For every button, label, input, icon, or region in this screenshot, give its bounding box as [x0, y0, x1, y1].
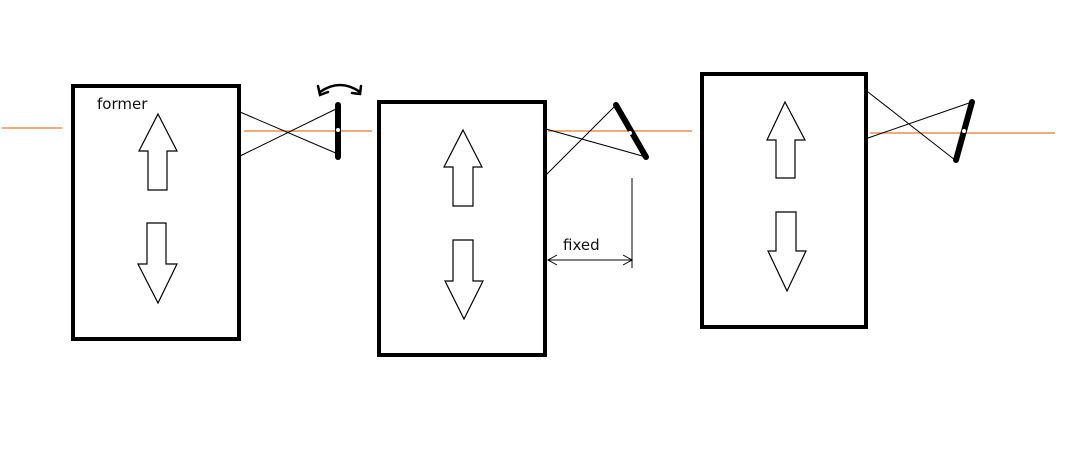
pivot-point	[336, 128, 340, 132]
fixed-dimension	[546, 178, 634, 268]
block-1-frame	[71, 84, 241, 341]
down-arrow-icon	[137, 222, 178, 305]
ray	[867, 91, 956, 161]
pivot-point	[962, 129, 966, 133]
up-arrow-icon	[443, 128, 483, 207]
rays-1	[239, 107, 339, 157]
block-2-frame	[377, 100, 547, 357]
dimension-arrowhead-left	[546, 254, 558, 266]
pivot-bar-2	[613, 102, 649, 160]
ray	[239, 107, 339, 157]
ray	[545, 128, 647, 158]
block-3-frame	[700, 72, 868, 329]
up-arrow-icon	[138, 112, 178, 191]
pivot-bar-3	[953, 99, 975, 163]
pivot-point	[628, 131, 632, 135]
block-3	[700, 72, 868, 329]
down-arrow-icon	[767, 211, 807, 293]
block-1: former	[71, 84, 241, 341]
former-label: former	[97, 95, 148, 113]
pivot-bar-icon	[613, 102, 649, 160]
block-2	[377, 100, 547, 357]
up-arrow-icon	[766, 100, 806, 179]
ray	[545, 104, 617, 176]
fixed-label: fixed	[563, 236, 600, 254]
rays-2	[545, 104, 647, 176]
curved-double-arrow-icon	[316, 83, 363, 97]
ray	[867, 101, 973, 139]
rays-3	[867, 91, 973, 161]
down-arrow-icon	[444, 239, 484, 321]
pivot-bar-1	[335, 102, 341, 160]
ray	[239, 111, 339, 155]
dimension-arrowhead-right	[622, 254, 634, 266]
